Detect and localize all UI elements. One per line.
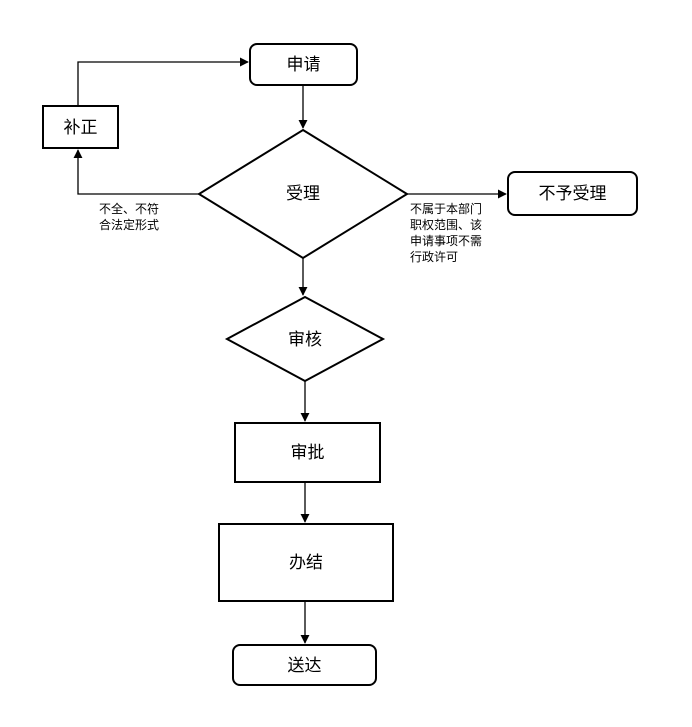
node-apply: 申请 [249, 43, 358, 86]
node-approve: 审批 [234, 422, 381, 483]
edge-label-incomplete-line-2: 合法定形式 [99, 217, 159, 232]
node-deliver-label: 送达 [288, 656, 322, 676]
edge-label-not-applicable-line-4: 行政许可 [410, 250, 458, 264]
node-apply-label: 申请 [287, 55, 321, 75]
edge-label-incomplete-line-1: 不全、不符 [99, 201, 159, 216]
edge-label-not-applicable-line-3: 申请事项不需 [410, 234, 482, 248]
node-supplement: 补正 [42, 105, 119, 149]
node-complete-label: 办结 [289, 553, 323, 573]
node-review-label: 审核 [288, 330, 322, 350]
edge-label-not-applicable: 不属于本部门 职权范围、该 申请事项不需 行政许可 [410, 201, 482, 264]
node-review: 审核 [224, 295, 386, 383]
node-accept: 受理 [197, 128, 409, 260]
edge-label-not-applicable-line-2: 职权范围、该 [410, 218, 482, 232]
edge-supplement-to-apply [77, 57, 249, 106]
node-complete: 办结 [218, 523, 394, 602]
edge-accept-to-supplement [73, 149, 199, 195]
node-supplement-label: 补正 [64, 118, 98, 138]
node-deliver: 送达 [232, 644, 377, 686]
edge-label-not-applicable-line-1: 不属于本部门 [410, 201, 482, 216]
node-reject: 不予受理 [507, 171, 638, 216]
node-approve-label: 审批 [291, 443, 325, 463]
edge-label-incomplete: 不全、不符 合法定形式 [99, 201, 159, 232]
node-accept-label: 受理 [286, 184, 320, 204]
node-reject-label: 不予受理 [539, 184, 607, 204]
